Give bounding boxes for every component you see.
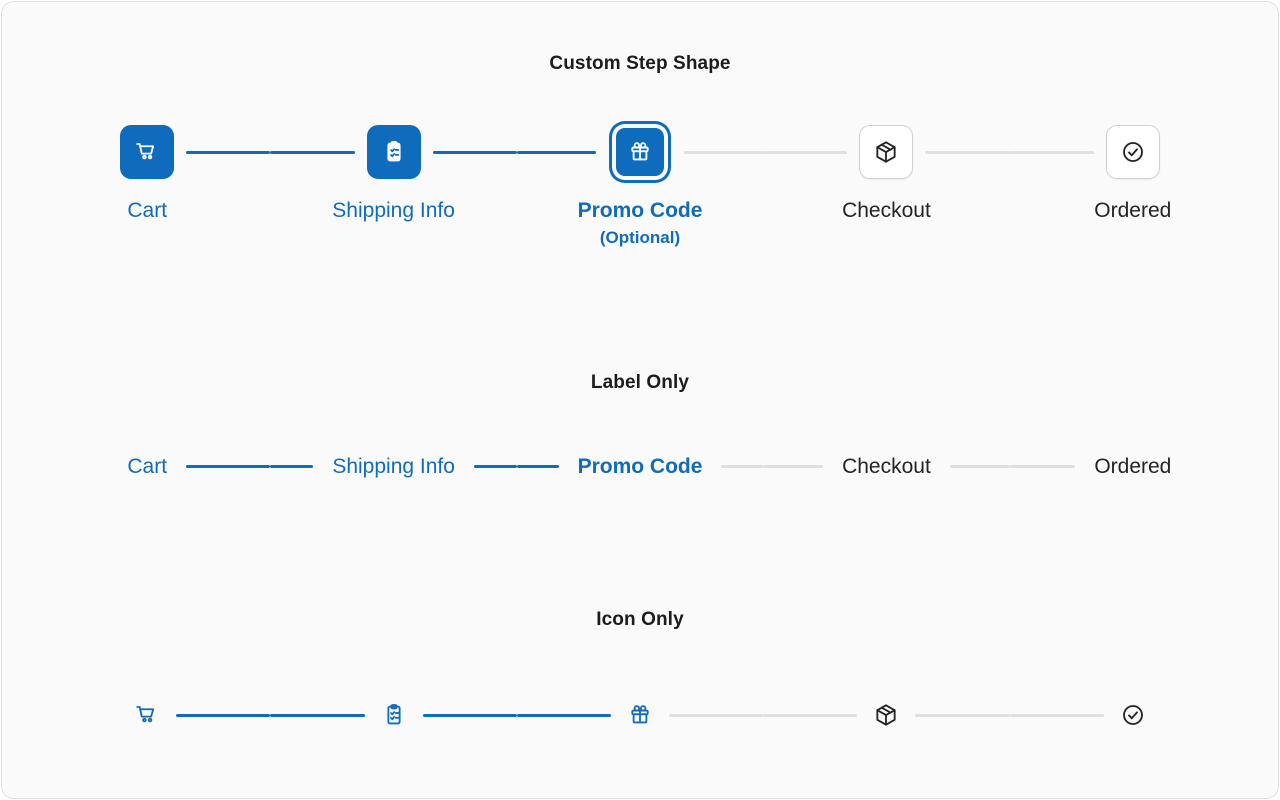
step-connector <box>949 464 1010 468</box>
step-gift-icon[interactable] <box>516 695 764 735</box>
step-shape-pending <box>859 125 914 179</box>
package-box-icon <box>876 704 897 726</box>
step-connector <box>721 464 764 468</box>
stepper-custom-step-shape: Cart Shipping Info Promo Code (Optional) Che… <box>2 118 1278 248</box>
step-checkout[interactable]: Checkout <box>763 118 1010 248</box>
step-sublabel: (Optional) <box>599 228 681 247</box>
step-shipping-info[interactable]: Shipping Info <box>270 446 517 486</box>
step-connector <box>1009 150 1094 154</box>
step-connector <box>1009 464 1076 468</box>
step-connector <box>516 464 559 468</box>
step-connector <box>270 713 365 717</box>
package-box-icon <box>876 141 897 163</box>
step-label: Shipping Info <box>332 199 455 222</box>
step-connector <box>186 464 271 468</box>
step-label: Checkout <box>842 199 931 222</box>
gift-icon <box>631 142 649 161</box>
stepper-icon-only <box>2 695 1278 735</box>
gift-icon <box>631 705 649 724</box>
step-label: Shipping Info <box>332 454 455 478</box>
step-checkmark-circle-icon[interactable] <box>1009 695 1256 735</box>
step-connector <box>925 150 1010 154</box>
step-label: Promo Code <box>577 199 703 222</box>
checkmark-circle-icon <box>1122 142 1143 162</box>
step-cart-icon[interactable] <box>24 695 271 735</box>
step-label: Ordered <box>1094 199 1172 222</box>
cart-icon <box>136 143 155 160</box>
step-shape-completed <box>366 125 421 179</box>
step-connector <box>763 464 824 468</box>
step-label: Cart <box>127 199 168 222</box>
step-label: Cart <box>127 454 168 478</box>
step-promo-code[interactable]: Promo Code (Optional) <box>516 118 764 248</box>
step-connector <box>669 713 764 717</box>
step-shape-pending <box>1105 125 1160 179</box>
stepper-label-only: Cart Shipping Info Promo Code Checkout Order… <box>2 446 1278 486</box>
step-connector <box>684 150 764 154</box>
step-shape-completed <box>120 125 175 179</box>
step-label: Ordered <box>1094 454 1172 478</box>
step-connector <box>763 150 848 154</box>
step-connector <box>473 464 517 468</box>
step-connector <box>1009 713 1104 717</box>
step-shipping-info[interactable]: Shipping Info <box>270 118 517 248</box>
step-clipboard-checklist-icon[interactable] <box>270 695 517 735</box>
step-checkout[interactable]: Checkout <box>763 446 1010 486</box>
clipboard-checklist-icon <box>387 141 401 162</box>
step-connector <box>516 713 612 717</box>
step-connector <box>422 713 517 717</box>
section-title-label-only: Label Only <box>590 372 690 393</box>
cart-icon <box>136 706 155 723</box>
step-connector <box>432 150 517 154</box>
step-connector <box>186 150 271 154</box>
step-shape-current <box>616 128 665 176</box>
step-connector <box>516 150 597 154</box>
section-title-custom-step-shape: Custom Step Shape <box>549 53 731 74</box>
step-cart[interactable]: Cart <box>24 446 271 486</box>
step-connector <box>915 713 1010 717</box>
step-ordered[interactable]: Ordered <box>1009 118 1256 248</box>
step-connector <box>270 464 314 468</box>
step-promo-code[interactable]: Promo Code <box>516 446 764 486</box>
clipboard-checklist-icon <box>387 704 401 725</box>
step-connector <box>176 713 271 717</box>
step-ordered[interactable]: Ordered <box>1009 446 1256 486</box>
step-cart[interactable]: Cart <box>24 118 271 248</box>
step-label: Promo Code <box>577 454 703 478</box>
checkmark-circle-icon <box>1122 705 1143 725</box>
step-label: Checkout <box>842 454 931 478</box>
step-connector <box>763 713 858 717</box>
section-title-icon-only: Icon Only <box>596 609 684 630</box>
step-connector <box>270 150 355 154</box>
step-package-box-icon[interactable] <box>763 695 1010 735</box>
